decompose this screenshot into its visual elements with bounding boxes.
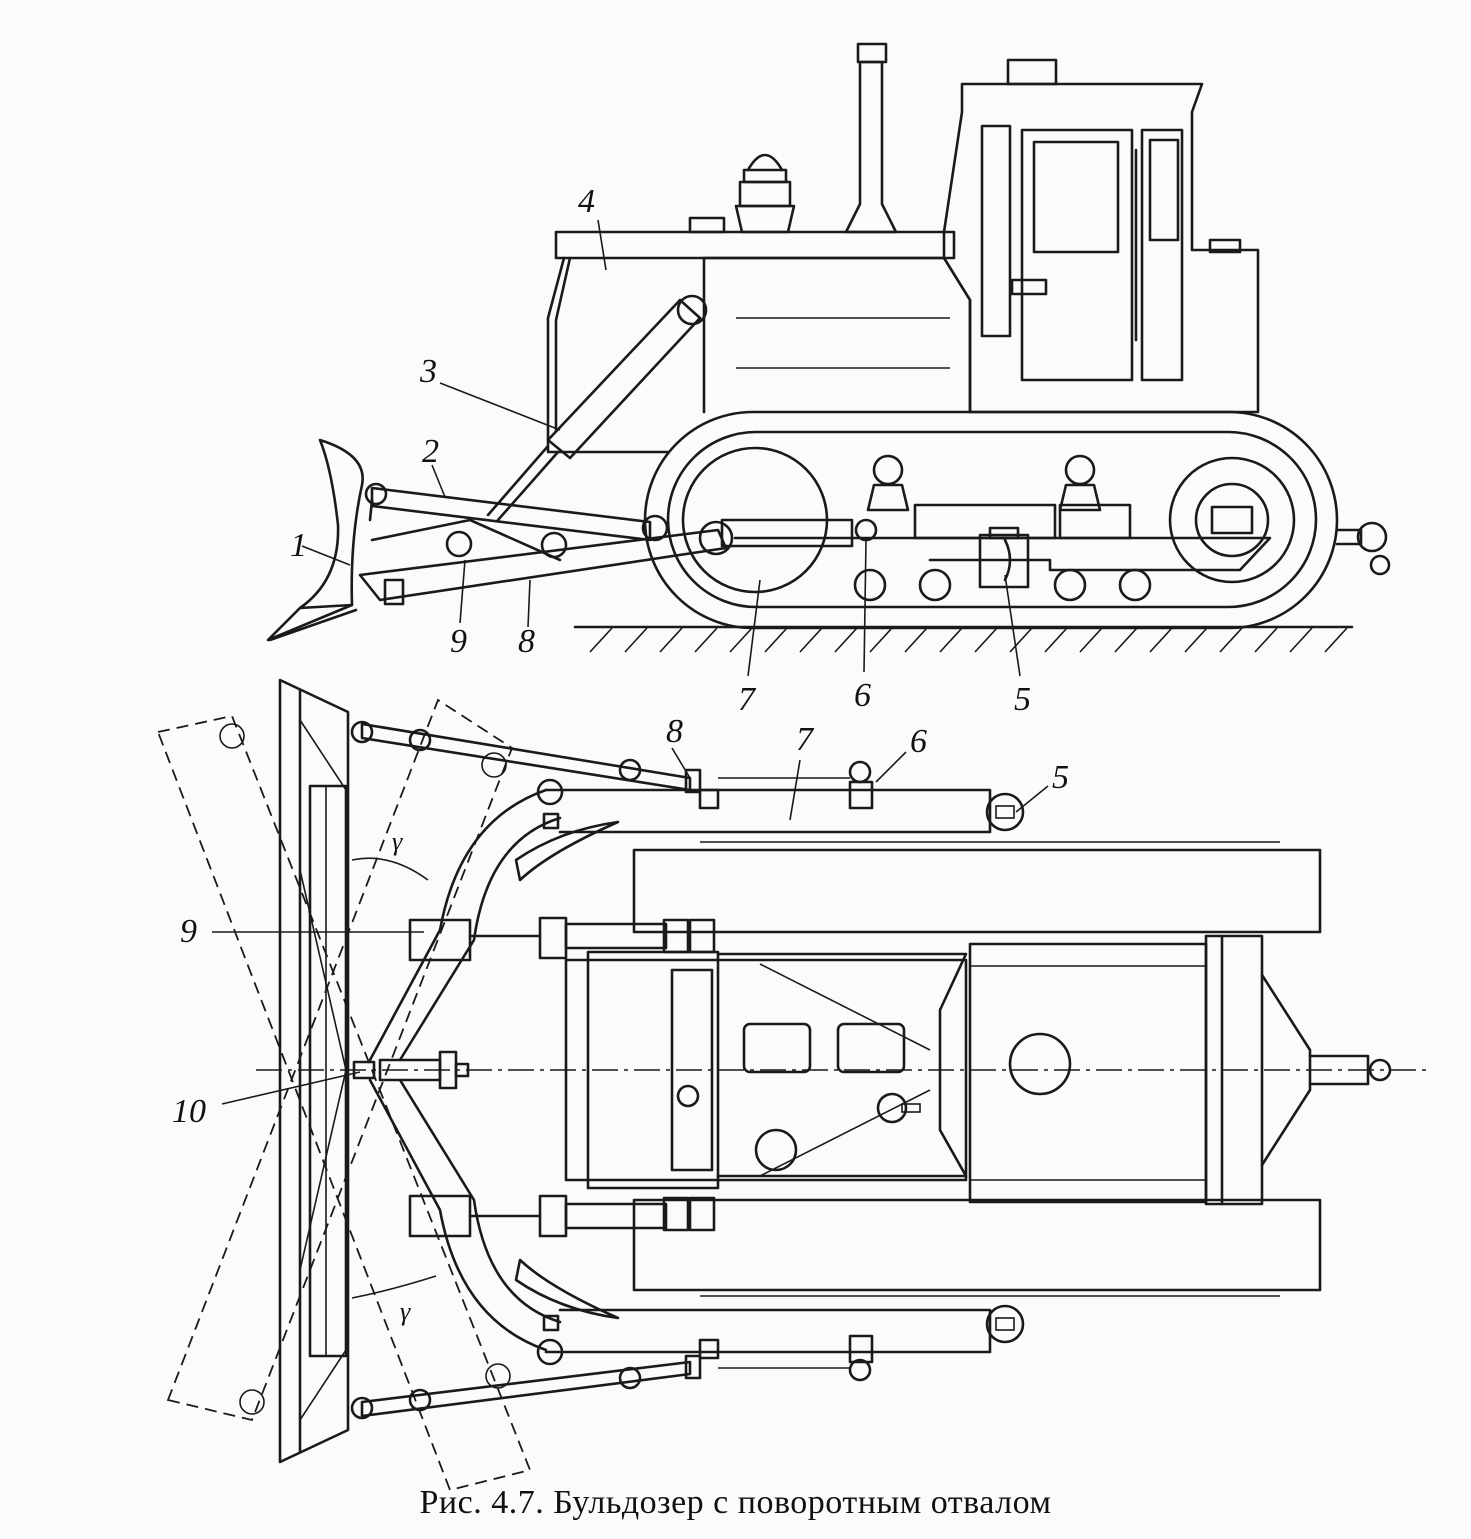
blade-side: [266, 438, 364, 642]
push-mechanism: [358, 294, 878, 606]
label-6-top: 6: [910, 723, 927, 760]
label-7: 7: [738, 681, 757, 718]
top-leaders: [212, 747, 1049, 1105]
side-view: 1 2 3 4 5 6 7 8 9: [266, 42, 1391, 718]
side-leaders: [301, 219, 1021, 677]
label-3: 3: [419, 353, 437, 390]
label-6: 6: [854, 677, 871, 714]
blade-turned-right: [166, 698, 514, 1422]
label-9-top: 9: [180, 913, 197, 950]
machine-body: [546, 42, 1391, 576]
top-view-labels: 5 6 7 8 9 10: [172, 713, 1069, 1130]
body-plan: [564, 934, 1392, 1206]
label-8-top: 8: [666, 713, 683, 750]
angle-arc-bottom: [351, 1275, 437, 1299]
push-frame-plan: [368, 778, 1025, 1366]
side-view-labels: 1 2 3 4 5 6 7 8 9: [290, 183, 1031, 718]
tracks-plan: [632, 841, 1322, 1297]
label-9: 9: [450, 623, 467, 660]
label-5: 5: [1014, 681, 1031, 718]
label-10-top: 10: [172, 1093, 206, 1130]
figure-caption: Рис. 4.7. Бульдозер с поворотным отвалом: [419, 1484, 1052, 1521]
label-1: 1: [290, 527, 307, 564]
label-8: 8: [518, 623, 535, 660]
blade-turned-left: [156, 714, 532, 1492]
label-4: 4: [578, 183, 595, 220]
label-5-top: 5: [1052, 759, 1069, 796]
hydraulic-cylinders-plan: [408, 916, 716, 1238]
gamma-top: γ: [392, 827, 403, 856]
ground-hatch: [573, 625, 1354, 653]
gamma-bottom: γ: [400, 1297, 411, 1326]
label-2: 2: [422, 433, 439, 470]
top-view: γ γ: [156, 678, 1430, 1492]
angle-arc-top: [351, 857, 429, 881]
tilt-arms-plan: [350, 720, 874, 1420]
central-joint: [352, 1050, 470, 1090]
label-7-top: 7: [796, 721, 815, 758]
blade-plan: [278, 678, 350, 1464]
